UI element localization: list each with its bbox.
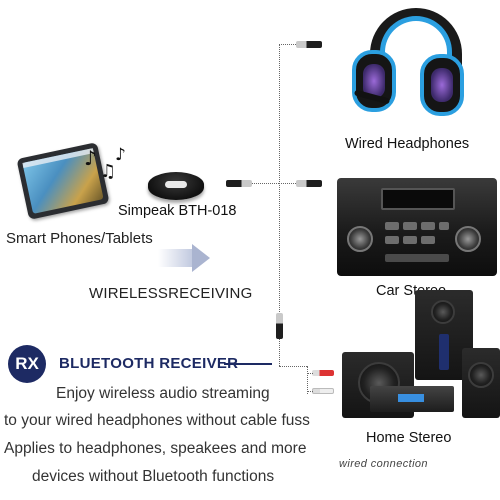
connection-wire (279, 44, 280, 366)
car-knob-left (347, 226, 373, 252)
car-button (385, 222, 399, 230)
music-note-icon: ♫ (100, 161, 117, 182)
rca-plug-red-icon (312, 370, 334, 376)
wireless-receiving-label: WIRELESSRECEIVING (89, 285, 253, 302)
audio-plug-icon (296, 41, 322, 48)
connection-wire (307, 373, 313, 374)
left-earcup (352, 50, 396, 112)
audio-plug-icon (296, 180, 322, 187)
speaker-right (462, 348, 500, 418)
description-line: to your wired headphones without cable f… (4, 412, 310, 429)
car-button (385, 236, 399, 244)
connection-wire (279, 44, 296, 45)
receiver-led (165, 181, 187, 188)
amplifier-image (370, 386, 454, 412)
connection-wire (279, 366, 307, 367)
car-button (421, 222, 435, 230)
car-button (421, 236, 435, 244)
car-button (403, 222, 417, 230)
bluetooth-receiver-image (148, 172, 204, 200)
music-note-icon: ♪ (84, 146, 97, 170)
connection-wire (307, 366, 308, 394)
car-stereo-image (337, 178, 497, 276)
audio-plug-icon (276, 313, 283, 339)
rx-badge: RX (8, 345, 46, 383)
music-note-icon: ♪ (115, 145, 126, 165)
car-display (381, 188, 455, 210)
amplifier-display (398, 394, 424, 402)
rca-plug-white-icon (312, 388, 334, 394)
description-line: devices without Bluetooth functions (32, 468, 275, 485)
speaker-tall (415, 290, 473, 380)
car-button (403, 236, 417, 244)
description-line: Enjoy wireless audio streaming (56, 385, 270, 402)
arrow-head-icon (192, 244, 210, 272)
wired-headphones-label: Wired Headphones (345, 136, 470, 152)
car-knob-right (455, 226, 481, 252)
car-vent (385, 254, 449, 262)
smart-phones-label: Smart Phones/Tablets (6, 230, 153, 247)
car-button (439, 222, 449, 230)
connection-wire (307, 391, 313, 392)
receiver-title: BLUETOOTH RECEIVER (59, 355, 239, 372)
headband-accent (380, 16, 452, 76)
arrow-icon (158, 249, 192, 267)
description-line: Applies to headphones, speakees and more (4, 440, 307, 457)
right-earcup (420, 54, 464, 116)
receiver-model-label: Simpeak BTH-018 (118, 203, 237, 219)
wired-headphones-image (352, 0, 472, 130)
title-underline (224, 363, 272, 365)
audio-plug-icon (226, 180, 252, 187)
wired-connection-label: wired connection (339, 458, 428, 470)
connection-wire (252, 183, 279, 184)
home-stereo-label: Home Stereo (366, 430, 452, 446)
connection-wire (279, 183, 296, 184)
